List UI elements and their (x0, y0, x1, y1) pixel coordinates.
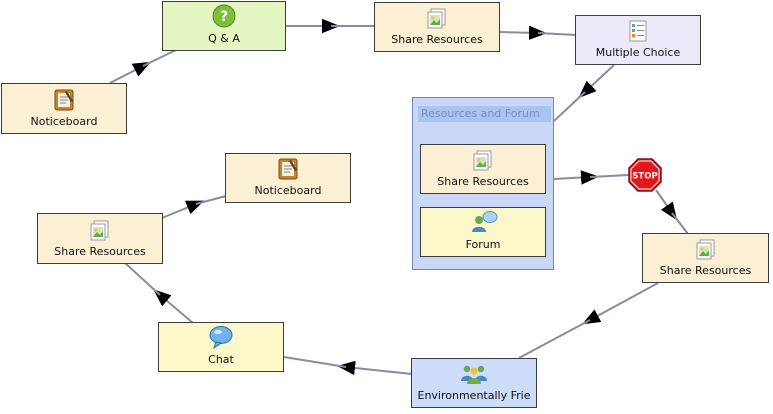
connector-share-resources-to-environmentally (582, 282, 659, 325)
multiple-choice-activity[interactable]: Multiple Choice (575, 15, 701, 65)
node-label: Forum (465, 238, 501, 251)
share-resources-activity-2[interactable]: Share Resources (420, 144, 546, 194)
connector-stop-to-share-resources (655, 189, 678, 221)
node-label: Noticeboard (30, 115, 98, 128)
connector-environmentally-to-chat (337, 360, 413, 376)
node-label: Q & A (208, 32, 240, 45)
forum-icon (472, 211, 498, 232)
share-resources-icon (90, 220, 109, 241)
resources-and-forum-group[interactable]: Resources and Forum Share Resources Foru… (412, 97, 554, 270)
connector-noticeboard-to-qa (109, 61, 152, 84)
share-resources-icon (427, 8, 446, 29)
connector-share-resources-to-multiple-choice (498, 25, 547, 40)
stop-sign-label: STOP (632, 172, 657, 182)
noticeboard-icon (278, 158, 298, 180)
node-label: Multiple Choice (595, 46, 681, 59)
node-label: Environmentally Frie (417, 389, 531, 402)
question-icon: ? (212, 4, 236, 28)
noticeboard-activity-1[interactable]: Noticeboard (1, 83, 127, 134)
chat-activity[interactable]: Chat (158, 322, 284, 372)
node-label: Chat (208, 353, 234, 366)
group-icon (461, 365, 487, 384)
noticeboard-activity-2[interactable]: Noticeboard (225, 153, 351, 203)
share-resources-activity-3[interactable]: Share Resources (642, 233, 769, 283)
connector-chat-to-share-resources (153, 289, 194, 324)
node-label: Share Resources (54, 245, 146, 258)
connector-group-to-stop (553, 170, 599, 185)
multiple-choice-icon (629, 20, 647, 42)
node-label: Share Resources (391, 33, 483, 46)
noticeboard-icon (54, 89, 74, 111)
stop-sign-icon[interactable]: STOP (628, 158, 662, 192)
forum-activity[interactable]: Forum (420, 207, 546, 257)
connector-share-resources-to-noticeboard (161, 200, 205, 219)
share-resources-activity-1[interactable]: Share Resources (374, 2, 500, 52)
share-resources-activity-4[interactable]: Share Resources (37, 213, 163, 264)
chat-icon (209, 326, 233, 349)
qa-activity[interactable]: ? Q & A (162, 1, 286, 51)
node-label: Noticeboard (254, 184, 322, 197)
svg-text:?: ? (220, 9, 228, 25)
share-resources-icon (473, 150, 492, 171)
share-resources-icon (696, 239, 714, 260)
connector-multiple-choice-to-group (578, 64, 615, 99)
group-title: Resources and Forum (418, 106, 551, 122)
node-label: Share Resources (659, 264, 752, 277)
environmentally-group-activity[interactable]: Environmentally Frie (411, 358, 537, 408)
node-label: Share Resources (437, 175, 529, 188)
